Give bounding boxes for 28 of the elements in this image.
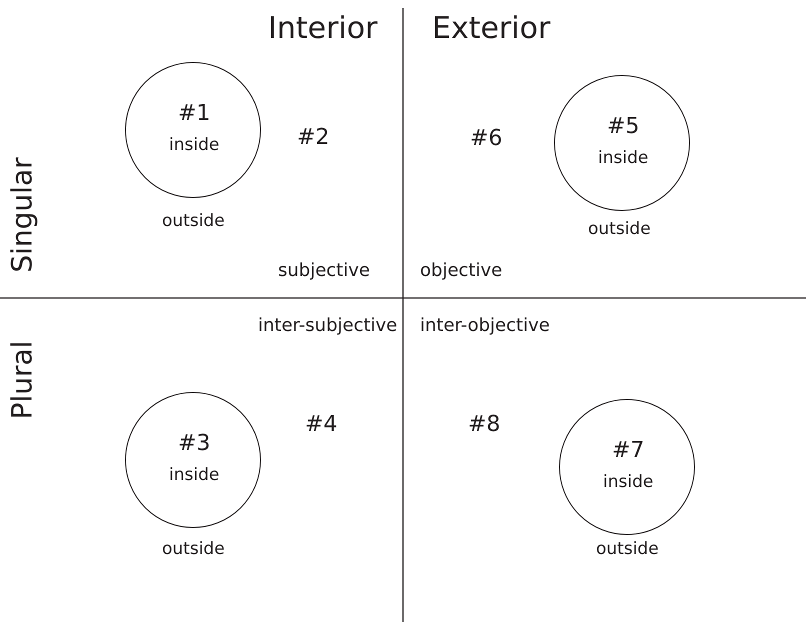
quadrant-number: #2 — [297, 127, 330, 149]
quadrant-label: subjective — [278, 262, 370, 280]
circle — [125, 62, 261, 198]
quadrant-number: #6 — [470, 128, 502, 150]
circle-text: inside — [169, 137, 220, 154]
quadrant-label: inter-objective — [420, 317, 550, 335]
caption-text: outside — [162, 541, 225, 558]
quadrant-number: #8 — [468, 414, 500, 436]
circle-number: #1 — [178, 103, 210, 125]
column-heading: Exterior — [432, 14, 550, 44]
circle-text: inside — [169, 467, 220, 484]
caption-text: outside — [596, 541, 659, 558]
quadrant-number: #4 — [305, 414, 338, 436]
caption-text: outside — [588, 221, 651, 238]
quadrant-label: objective — [420, 262, 502, 280]
row-heading: Plural — [8, 340, 36, 420]
circle — [125, 392, 261, 528]
circle — [554, 75, 690, 211]
circle-number: #7 — [612, 440, 644, 462]
circle-text: inside — [598, 150, 648, 167]
circle-text: inside — [603, 474, 654, 491]
column-heading: Interior — [268, 14, 378, 44]
circle-number: #5 — [607, 116, 640, 138]
quadrant-label: inter-subjective — [258, 317, 398, 335]
row-heading: Singular — [8, 157, 36, 273]
circle-number: #3 — [178, 433, 210, 455]
circle — [559, 399, 695, 535]
caption-text: outside — [162, 213, 225, 230]
